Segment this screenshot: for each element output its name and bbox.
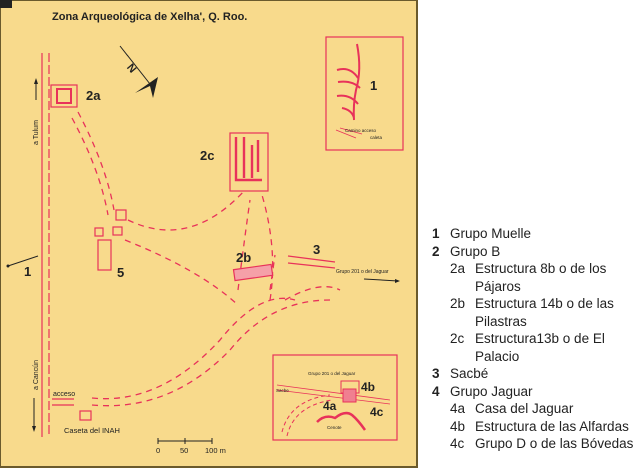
label-1: 1 (24, 264, 31, 279)
arrow-to-cancun-icon (32, 398, 36, 432)
legend-label: Estructura13b o de El Palacio (475, 331, 605, 364)
north-arrow-icon: N (119, 45, 158, 98)
legend-label: Casa del Jaguar (475, 401, 574, 416)
trails (71, 111, 341, 407)
arrow-to-muelle-icon (6, 255, 39, 268)
to-tulum-label: a Tulum (33, 120, 40, 145)
legend-label: Grupo B (450, 243, 501, 259)
legend-num: 2a (450, 261, 466, 276)
legend-num: 2c (450, 331, 465, 346)
highway (41, 53, 50, 437)
legend-num: 2 (432, 243, 440, 259)
legend-label: Grupo D o de las Bóvedas (475, 436, 634, 451)
legend-item: 1 Grupo Muelle (432, 225, 642, 243)
legend-subitem: 2c Estructura13b o de El Palacio (432, 330, 642, 365)
inah-booth (79, 410, 92, 421)
sacbe-destination-label: Grupo 201 o del Jaguar (336, 269, 389, 275)
inset-grupo-muelle: 1 Camino acceso caleta (325, 36, 404, 151)
structure-5 (94, 209, 127, 271)
legend-subitem: 2b Estructura 14b o de las Pilastras (432, 295, 642, 330)
to-cancun-label: a Cancún (33, 360, 40, 390)
legend-item: 3 Sacbé (432, 365, 642, 383)
label-2c: 2c (200, 148, 214, 163)
legend-num: 1 (432, 226, 440, 241)
scale-bar: 0 50 100 m (156, 438, 226, 455)
legend-label: Grupo Jaguar (450, 383, 533, 399)
label-2b: 2b (236, 250, 251, 265)
legend-num: 2b (450, 296, 466, 311)
legend-label: Grupo Muelle (450, 226, 532, 241)
legend-label: Estructura de las Alfardas (475, 418, 629, 434)
inset-4-sacbe: Sacbe (276, 388, 289, 393)
scale-50: 50 (180, 446, 188, 455)
legend-num: 4c (450, 436, 465, 451)
legend-subitem: 4a Casa del Jaguar (432, 400, 642, 418)
legend-num: 4a (450, 401, 466, 416)
map-title: Zona Arqueológica de Xelha', Q. Roo. (52, 11, 247, 23)
label-2a: 2a (86, 88, 101, 103)
legend-item: 4 Grupo Jaguar (432, 383, 642, 401)
arrow-to-tulum-icon (34, 78, 38, 100)
inset-4-title: Grupo 201 o del Jaguar (308, 371, 356, 376)
inset-grupo-jaguar: Grupo 201 o del Jaguar Sacbe Cenote 4b 4… (272, 354, 398, 441)
structure-2c (229, 132, 269, 192)
label-4c: 4c (370, 405, 384, 419)
access-label: acceso (53, 391, 75, 398)
legend-item: 2 Grupo B (432, 243, 642, 261)
label-4b: 4b (361, 380, 375, 394)
legend-subitem: 4c Grupo D o de las Bóvedas (432, 435, 642, 453)
site-map: Zona Arqueológica de Xelha', Q. Roo. N a… (0, 0, 418, 468)
legend-subitem: 2a Estructura 8b o de los Pájaros (432, 260, 642, 295)
inset-1-caption: Camino acceso (345, 128, 377, 133)
legend-label: Estructura 14b o de las Pilastras (475, 296, 614, 329)
inset-1-caption-2: caleta (370, 135, 383, 140)
legend-label: Estructura 8b o de los Pájaros (475, 261, 607, 294)
legend-num: 4 (432, 383, 440, 399)
label-5: 5 (117, 265, 124, 280)
map-legend: 1 Grupo Muelle 2 Grupo B 2a Estructura 8b o… (432, 225, 642, 453)
arrow-to-jaguar-icon (363, 278, 400, 283)
legend-num: 4b (450, 418, 466, 434)
label-3: 3 (313, 242, 320, 257)
structure-2b (232, 263, 274, 282)
inah-booth-label: Caseta del INAH (64, 426, 120, 435)
label-4a: 4a (323, 399, 337, 413)
legend-subitem: 4b Estructura de las Alfardas (432, 418, 642, 436)
legend-num: 3 (432, 366, 440, 381)
structure-2a (50, 84, 78, 108)
scale-100: 100 m (205, 446, 226, 455)
scale-0: 0 (156, 446, 160, 455)
legend-label: Sacbé (450, 366, 489, 381)
inset-4-cenote: Cenote (327, 425, 342, 430)
inset-1-number: 1 (370, 78, 377, 93)
